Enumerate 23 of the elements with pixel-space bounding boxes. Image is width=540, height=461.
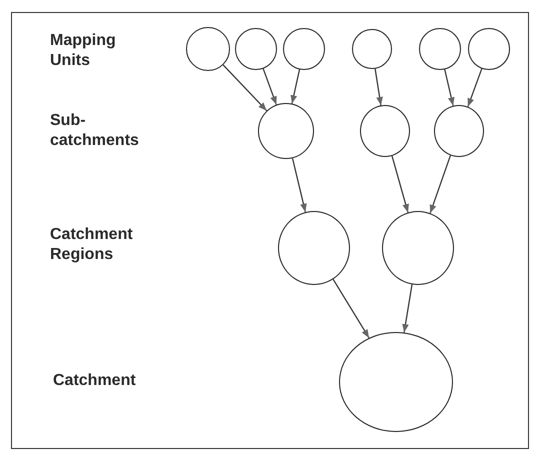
- circle-node: [352, 29, 392, 69]
- arrow: [222, 64, 268, 112]
- arrow: [374, 68, 383, 106]
- arrow: [262, 68, 277, 105]
- circle-node: [434, 105, 484, 157]
- arrow: [444, 69, 455, 106]
- circle-node: [283, 28, 325, 70]
- arrow: [332, 279, 370, 338]
- level-label: Catchment: [53, 371, 137, 391]
- circle-node: [468, 28, 510, 70]
- arrow: [402, 284, 413, 333]
- level-label: Sub-catchments: [50, 111, 140, 151]
- arrow: [467, 68, 482, 107]
- circle-node: [360, 105, 410, 157]
- circle-node: [186, 27, 230, 71]
- level-label: Mapping Units: [50, 31, 117, 71]
- arrow: [430, 155, 451, 214]
- circle-node: [235, 28, 277, 70]
- circle-node: [419, 28, 461, 70]
- level-label: Catchment Regions: [50, 225, 134, 265]
- arrow: [292, 158, 307, 212]
- arrow: [290, 69, 300, 104]
- arrow: [391, 156, 409, 213]
